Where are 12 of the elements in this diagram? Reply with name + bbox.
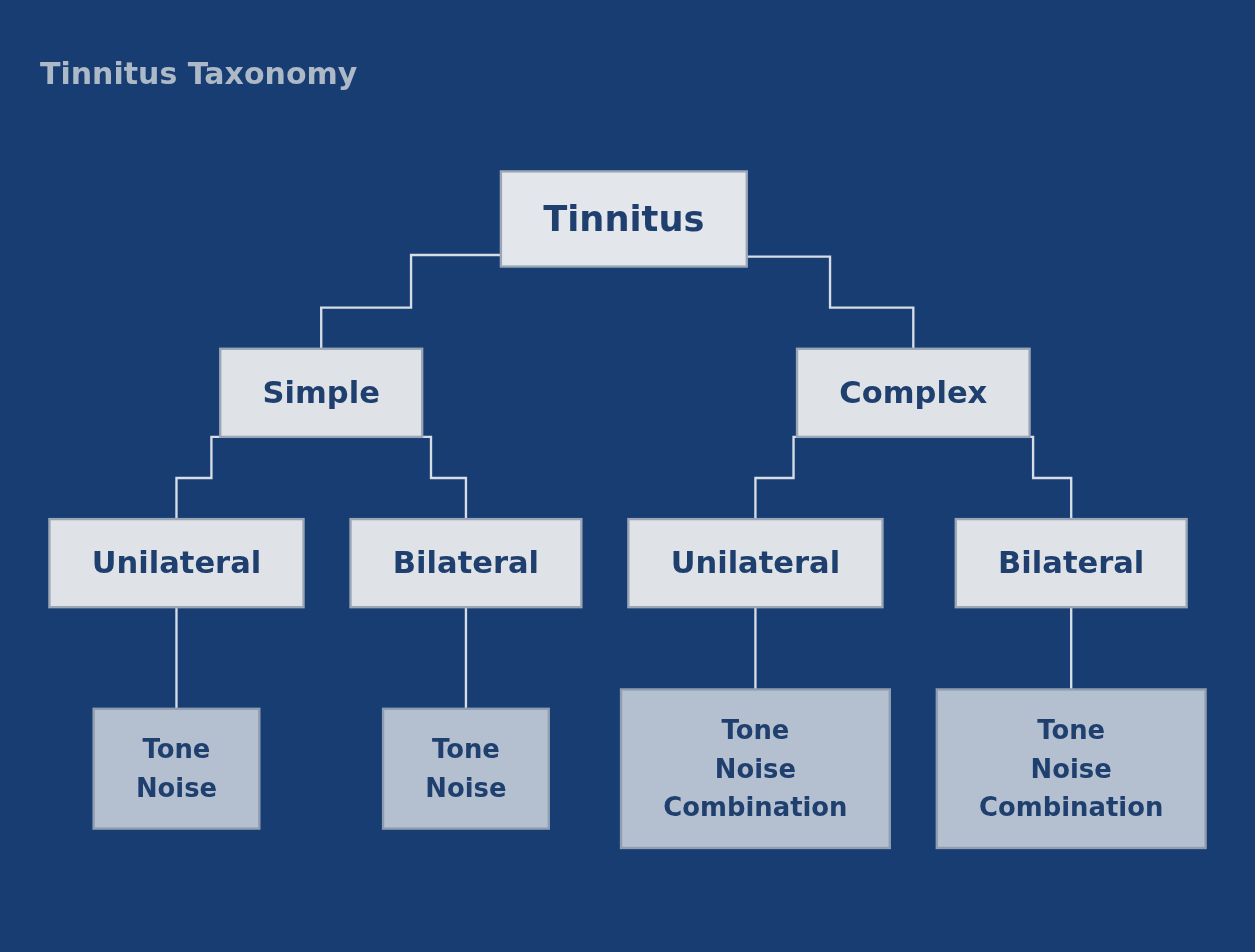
node-box: Bilateral — [349, 518, 583, 609]
node-box: Tone Noise Combination — [935, 688, 1207, 850]
diagram-title: Tinnitus Taxonomy — [40, 56, 358, 91]
node-box: Bilateral — [954, 518, 1188, 609]
node-box: Tone Noise — [381, 707, 550, 831]
node-box: Complex — [795, 347, 1031, 439]
node-box: Unilateral — [48, 518, 305, 609]
node-box: Simple — [219, 347, 424, 439]
node-box: Tinnitus — [499, 170, 748, 268]
node-box: Unilateral — [627, 518, 884, 609]
node-box: Tone Noise Combination — [619, 688, 891, 850]
node-box: Tone Noise — [92, 707, 261, 831]
